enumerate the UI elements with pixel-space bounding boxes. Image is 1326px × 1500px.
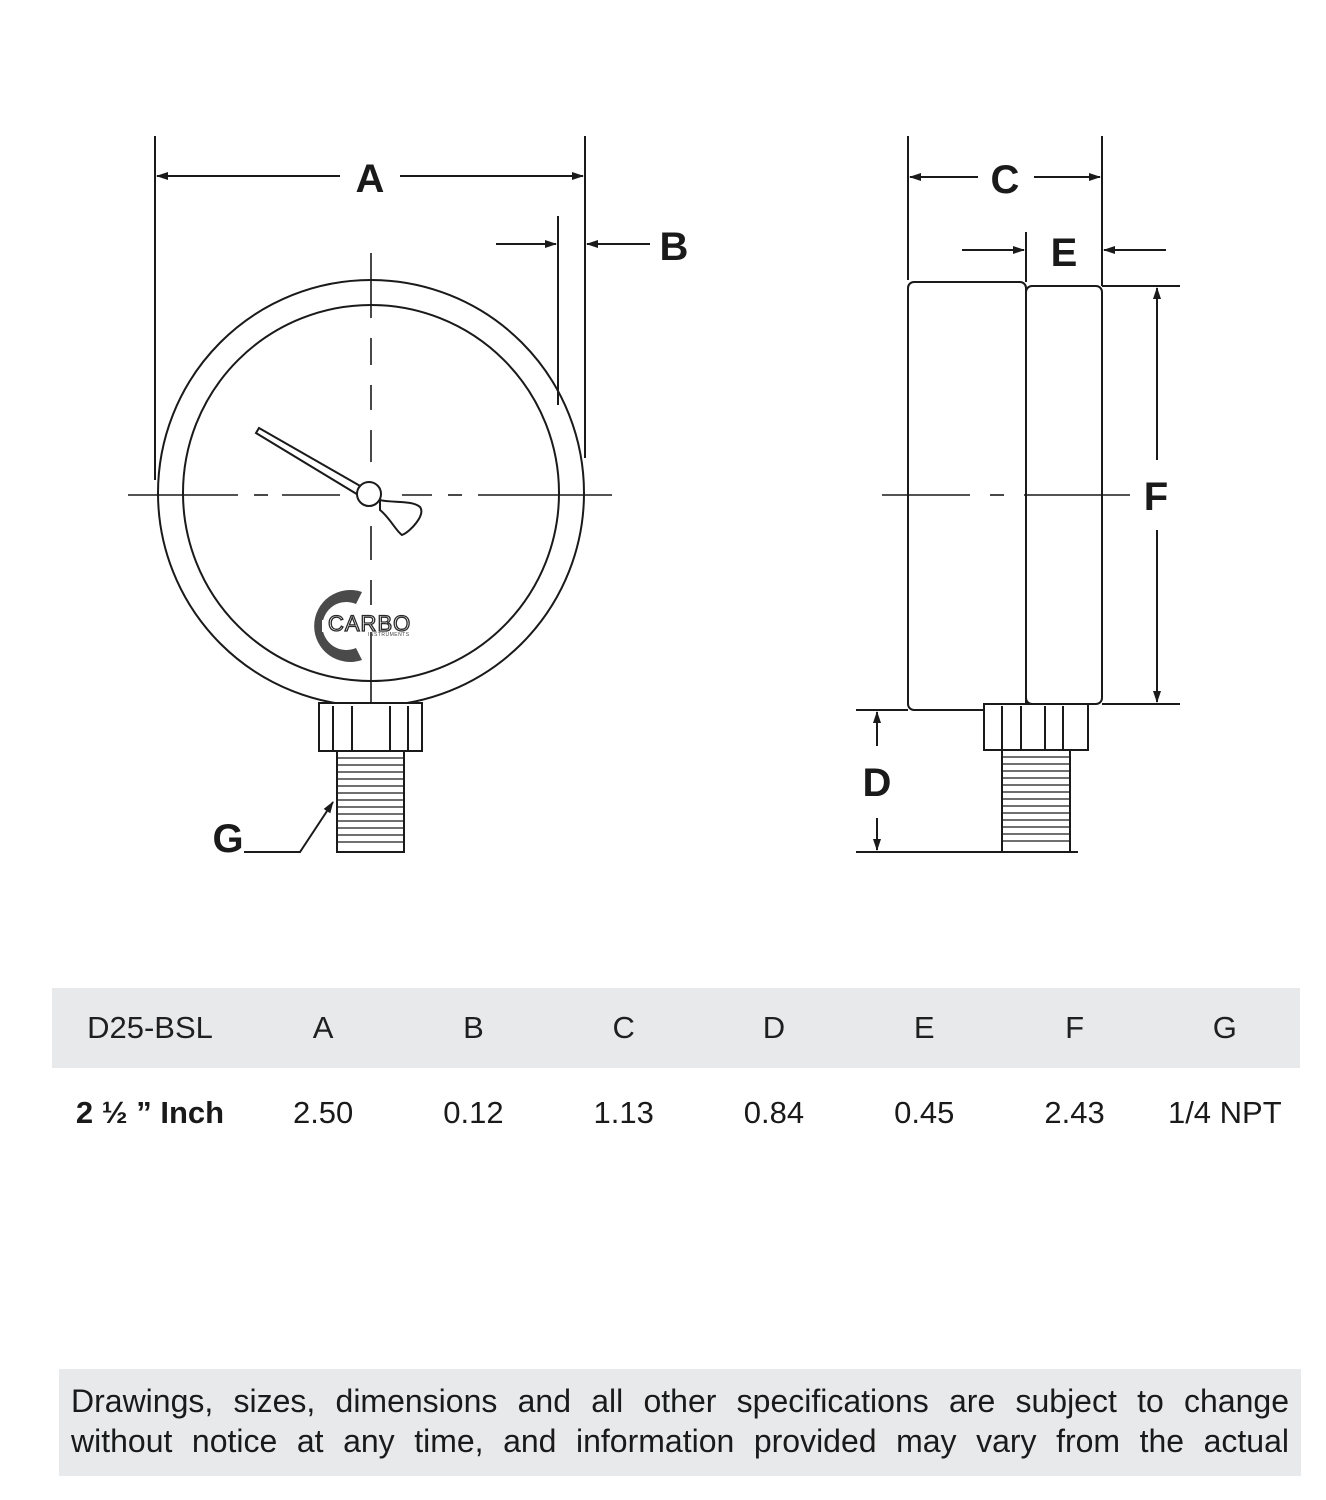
table-cell-size: 2 ½ ” Inch [75,1095,225,1130]
socket-hex [318,702,423,752]
logo-name: CARBO [328,611,411,636]
dim-label-e: E [1051,231,1078,275]
logo-subtitle: INSTRUMENTS [368,632,410,638]
dim-label-b: B [660,225,689,269]
table-header-a: A [312,1010,334,1045]
disclaimer-line-1: Drawings, sizes, dimensions and all othe… [71,1383,1289,1419]
dim-g-leader [244,801,334,853]
table-header-c: C [612,1010,635,1045]
dim-label-a: A [356,157,385,201]
dim-label-c: C [991,158,1020,202]
case-body [907,281,1027,711]
dim-label-f: F [1144,475,1168,519]
table-header-g: G [1212,1010,1237,1045]
table-header-f: F [1065,1010,1084,1045]
dim-label-g: G [212,817,243,861]
dimension-table: D25-BSL A B C D E F G 2 ½ ” Inch 2.50 0.… [52,988,1300,1158]
table-cell-a: 2.50 [292,1095,354,1130]
front-view [128,136,650,853]
table-cell-g: 1/4 NPT [1167,1095,1282,1130]
dim-label-d: D [863,761,892,805]
table-row: 2 ½ ” Inch 2.50 0.12 1.13 0.84 0.45 2.43… [52,1068,1300,1158]
side-view [856,136,1180,853]
table-header-d: D [762,1010,786,1045]
table-header-row: D25-BSL A B C D E F G [52,988,1300,1068]
disclaimer-box: Drawings, sizes, dimensions and all othe… [59,1369,1301,1476]
disclaimer-line-2: without notice at any time, and informat… [71,1423,1289,1459]
threaded-stem [336,750,405,853]
table-cell-e: 0.45 [894,1095,955,1130]
table-cell-f: 2.43 [1044,1095,1105,1130]
table-cell-b: 0.12 [443,1095,504,1130]
gauge-pointer [254,426,364,498]
table-header-b: B [463,1010,484,1045]
table-header-model: D25-BSL [87,1010,213,1045]
table-cell-c: 1.13 [593,1095,654,1130]
carbo-logo: CARBO INSTRUMENTS [314,590,428,663]
table-cell-d: 0.84 [743,1095,805,1130]
gauge-dimension-drawing: CARBO INSTRUMENTS [128,136,1180,861]
table-header-e: E [913,1010,935,1045]
